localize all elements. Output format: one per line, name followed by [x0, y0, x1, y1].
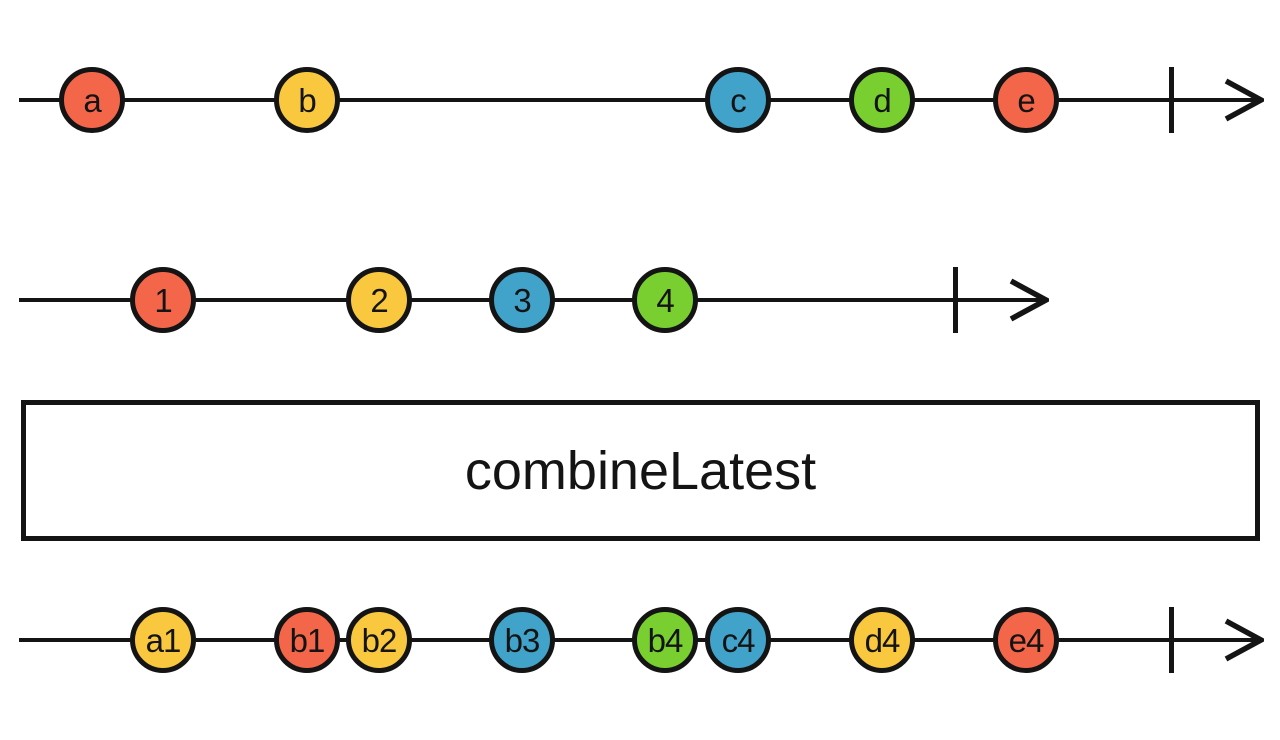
marble-4: 4 — [632, 267, 698, 333]
marble-c: c — [705, 67, 771, 133]
marble-2: 2 — [346, 267, 412, 333]
marble-e: e — [993, 67, 1059, 133]
marble-b: b — [274, 67, 340, 133]
marble-a1: a1 — [130, 607, 196, 673]
operator-box: combineLatest — [21, 400, 1260, 541]
marble-d: d — [849, 67, 915, 133]
marble-3: 3 — [489, 267, 555, 333]
marble-b4: b4 — [632, 607, 698, 673]
marble-b2: b2 — [346, 607, 412, 673]
marble-d4: d4 — [849, 607, 915, 673]
operator-label: combineLatest — [464, 440, 817, 501]
marble-b3: b3 — [489, 607, 555, 673]
marble-a: a — [59, 67, 125, 133]
marble-1: 1 — [130, 267, 196, 333]
marble-c4: c4 — [705, 607, 771, 673]
complete-tick — [953, 267, 958, 333]
timeline-line — [19, 98, 1256, 102]
complete-tick — [1169, 67, 1174, 133]
arrowhead-icon — [1009, 278, 1052, 322]
marble-b1: b1 — [274, 607, 340, 673]
complete-tick — [1169, 607, 1174, 673]
arrowhead-icon — [1224, 78, 1267, 122]
marble-e4: e4 — [993, 607, 1059, 673]
arrowhead-icon — [1224, 618, 1267, 662]
